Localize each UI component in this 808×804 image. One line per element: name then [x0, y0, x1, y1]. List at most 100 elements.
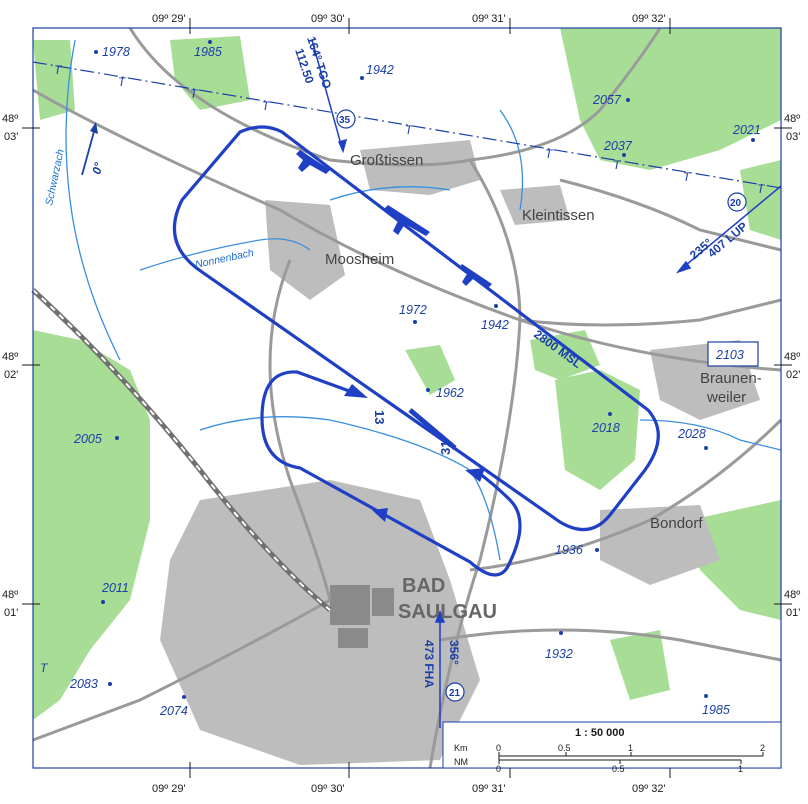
forest-centre	[405, 345, 455, 395]
frame-ticks	[22, 18, 792, 778]
nav-tgo-distance-badge	[336, 109, 356, 129]
north-arrow-shaft	[81, 127, 96, 176]
town-grosstissen	[360, 140, 480, 195]
scale-ticks	[498, 752, 764, 764]
coord-bottom-3: 09º 31'	[472, 783, 506, 795]
coord-right-1-deg: 48º	[784, 113, 800, 125]
town-bondorf	[600, 505, 720, 585]
arrow-downwind	[344, 384, 368, 398]
elevation-labels: 1978 1985 1942 2057 2037 2021 1972 1942 …	[69, 45, 761, 718]
road-east-west	[32, 88, 782, 372]
spot-height-dot	[101, 600, 105, 604]
nav-lup-distance-badge	[727, 192, 747, 212]
coord-left-2-deg: 48º	[2, 351, 18, 363]
forest-areas	[33, 28, 781, 720]
coord-left-1-min: 03'	[4, 131, 18, 143]
road-bondorf	[469, 418, 783, 572]
coord-right-2-deg: 48º	[784, 351, 800, 363]
spot-height-dot	[413, 320, 417, 324]
power-line-marker: T	[757, 182, 766, 196]
forest-east-small	[740, 160, 781, 240]
stream-grosstissen	[329, 186, 451, 201]
coordinate-labels: 09º 29' 09º 30' 09º 31' 09º 32' 09º 29' …	[2, 13, 800, 795]
label-braunen: Braunen-	[700, 370, 762, 387]
elevation-label: 1972	[399, 303, 427, 317]
north-arrow: 0°	[81, 122, 106, 176]
scale-tick-labels: 0 0.5 1 2 0 0.5 1	[496, 743, 765, 774]
town-centre-block-2	[372, 588, 394, 616]
elevation-label: 1985	[194, 45, 222, 59]
coord-top-3: 09º 31'	[472, 13, 506, 25]
coord-right-3-min: 01'	[786, 607, 800, 619]
runway-31-label: 31	[438, 441, 453, 455]
coord-left-1-deg: 48º	[2, 113, 18, 125]
spot-height-dot	[115, 436, 119, 440]
elevation-label: 1936	[555, 543, 583, 557]
elevation-label: 1932	[545, 647, 573, 661]
nav-fha: 356° 473 FHA 21	[422, 640, 465, 702]
aircraft-icon	[384, 205, 430, 236]
spot-height-dot	[622, 153, 626, 157]
spot-height-dot	[108, 682, 112, 686]
roads	[32, 27, 783, 769]
scale-nm-tick: 1	[738, 764, 743, 774]
road-north	[128, 27, 662, 167]
runway-13-label: 13	[372, 410, 387, 424]
north-label: 0°	[89, 161, 106, 176]
river-nonnenbach	[139, 238, 311, 271]
town-centre-block-3	[338, 628, 368, 648]
town-labels: Großtissen Kleintissen Moosheim Braunen-…	[325, 152, 762, 623]
aircraft-icon	[459, 264, 492, 288]
spot-height-dot	[208, 40, 212, 44]
elevation-label: 1978	[102, 45, 130, 59]
power-line-marker: T	[54, 63, 63, 77]
power-line-marker: T	[190, 87, 199, 101]
max-elevation-frame	[707, 341, 759, 367]
scale-nm-tick: 0	[496, 764, 501, 774]
scale-km-tick: 0	[496, 743, 501, 753]
traffic-circuit	[172, 125, 660, 577]
elevation-label: 2057	[592, 93, 622, 107]
coord-left-3-min: 01'	[4, 607, 18, 619]
power-line-marker: T	[545, 147, 554, 161]
nav-fha-distance: 21	[449, 688, 461, 699]
power-line-marker: T	[683, 170, 692, 184]
coord-top-4: 09º 32'	[632, 13, 666, 25]
label-weiler: weiler	[706, 389, 746, 406]
nav-fha-identifier: 473 FHA	[422, 640, 436, 688]
road-north-south	[428, 159, 522, 769]
arrow-base	[372, 508, 388, 522]
spot-height-dot	[94, 50, 98, 54]
label-bad: BAD	[402, 575, 445, 597]
elevation-label: 2028	[677, 427, 706, 441]
power-line-marker: T	[613, 158, 622, 172]
elevation-label: 2021	[732, 123, 761, 137]
elevation-label: 2037	[603, 139, 633, 153]
coord-right-2-min: 02'	[786, 369, 800, 381]
power-line-marker: T	[262, 99, 271, 113]
scale-nm-tick: 0.5	[612, 764, 625, 774]
forest-east-mid	[530, 330, 600, 380]
map-frame	[22, 18, 792, 778]
elevation-label: 2083	[69, 677, 98, 691]
north-arrow-head	[90, 122, 98, 134]
coord-bottom-1: 09º 29'	[152, 783, 186, 795]
label-bondorf: Bondorf	[650, 515, 703, 532]
coord-left-3-deg: 48º	[2, 589, 18, 601]
road-east	[519, 298, 782, 327]
nav-tgo-distance: 35	[339, 115, 351, 126]
forest-southeast	[690, 500, 781, 620]
arrow-final	[465, 468, 485, 482]
elevation-label: 2018	[591, 421, 620, 435]
scale-title: 1 : 50 000	[575, 727, 625, 739]
power-line-marker: T	[405, 123, 414, 137]
power-line-path	[32, 61, 782, 189]
circuit-inner	[260, 370, 522, 577]
spot-height-dot	[426, 388, 430, 392]
elevation-label: 1985	[702, 703, 730, 717]
route-lup	[679, 185, 782, 271]
town-kleintissen	[500, 185, 570, 225]
spot-height-dot	[704, 446, 708, 450]
aircraft-symbols	[296, 150, 492, 288]
